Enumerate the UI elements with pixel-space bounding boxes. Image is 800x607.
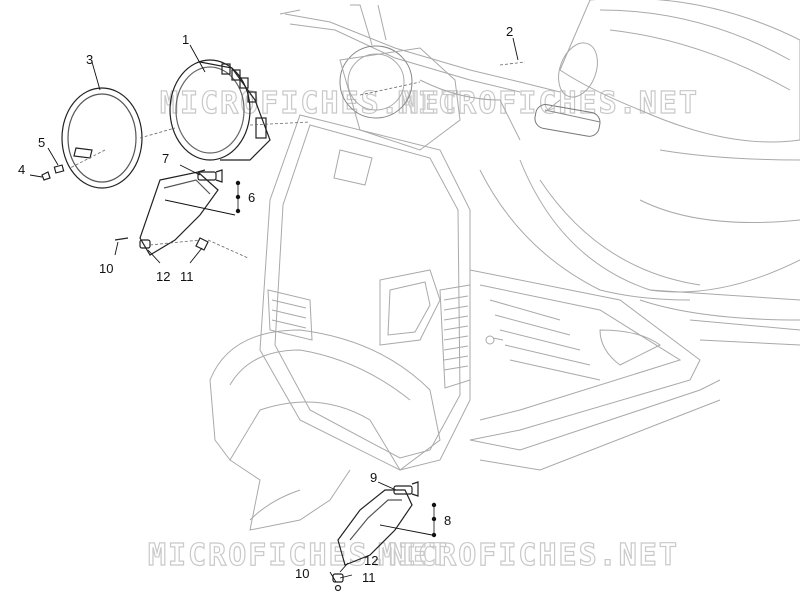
turn-indicator-upper — [139, 169, 223, 256]
callout-3: 3 — [86, 52, 93, 67]
callout-12-upper: 12 — [156, 269, 170, 284]
turn-indicator-lower — [337, 481, 419, 566]
callout-11-upper: 11 — [180, 269, 194, 284]
callout-9: 9 — [370, 470, 377, 485]
fasteners-lower — [332, 573, 344, 592]
callout-5: 5 — [38, 135, 45, 150]
leader-lines — [69, 61, 526, 259]
screw-and-nut-left — [41, 164, 65, 181]
watermark-bottom: MICROFICHES.NET — [148, 538, 449, 573]
callout-labels: 1 2 3 4 5 6 7 8 9 10 11 12 10 11 12 — [18, 24, 513, 585]
callout-2: 2 — [506, 24, 513, 39]
headlight-trim-ring — [61, 87, 143, 189]
callout-6: 6 — [248, 190, 255, 205]
scooter-outline — [209, 0, 800, 531]
callout-10-lower: 10 — [295, 566, 309, 581]
callout-brackets — [235, 180, 437, 538]
callout-8: 8 — [444, 513, 451, 528]
watermark-bottom-right: MICROFICHES.NET — [378, 538, 679, 573]
callout-4: 4 — [18, 162, 25, 177]
callout-leaders — [29, 37, 519, 583]
callout-11-lower: 11 — [362, 570, 376, 585]
watermark-top: MICROFICHES.NET — [160, 86, 461, 121]
callout-1: 1 — [182, 32, 189, 47]
callout-10-upper: 10 — [99, 261, 113, 276]
headlamp-unit — [169, 59, 271, 161]
callout-7: 7 — [162, 151, 169, 166]
fasteners-upper — [114, 237, 209, 251]
callout-12-lower: 12 — [364, 553, 378, 568]
